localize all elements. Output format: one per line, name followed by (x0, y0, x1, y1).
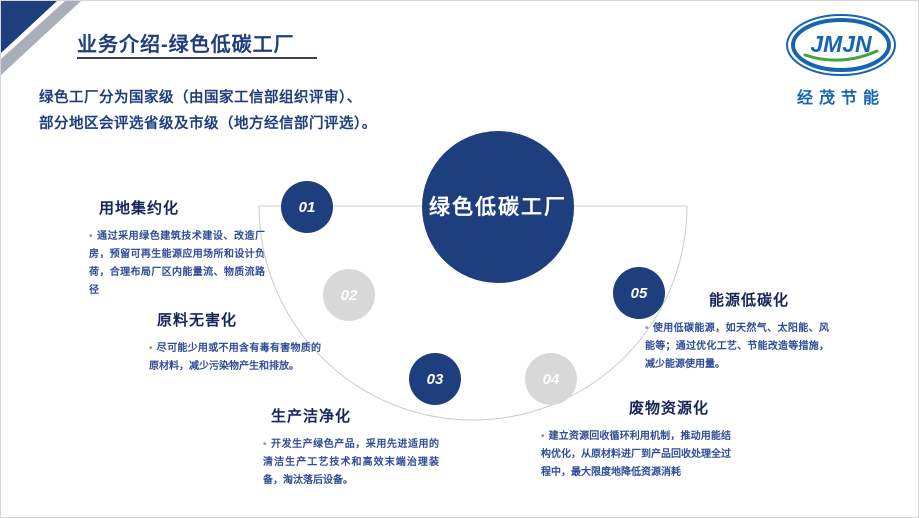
bullet-icon: • (645, 323, 649, 334)
item-desc-text: 开发生产绿色产品，采用先进适用的清洁生产工艺技术和高效末端治理装备，淘汰落后设备… (263, 439, 439, 486)
center-circle (422, 131, 574, 283)
item-desc: •建立资源回收循环利用机制，推动用能结构优化，从原材料进厂到产品回收处理全过程中… (541, 428, 731, 482)
node-circle-04 (525, 353, 577, 405)
node-number-01: 01 (299, 199, 316, 216)
logo: JMJN 经茂节能 (776, 13, 906, 108)
bullet-icon: • (263, 439, 267, 450)
logo-leaf-swoosh (803, 49, 879, 62)
intro-line-1: 绿色工厂分为国家级（由国家工信部组织评审）、 (39, 90, 362, 106)
logo-company-name: 经茂节能 (796, 90, 885, 107)
ribbon-gray-stripe (1, 1, 81, 75)
item-block-05: 能源低碳化 •使用低碳能源，如天然气、太阳能、风能等；通过优化工艺、节能改造等措… (645, 289, 829, 374)
node-circle-03 (409, 353, 461, 405)
node-circle-05 (613, 267, 665, 319)
node-number-03: 03 (427, 371, 444, 388)
item-block-03: 生产洁净化 •开发生产绿色产品，采用先进适用的清洁生产工艺技术和高效末端治理装备… (263, 405, 439, 490)
logo-brand-text: JMJN (810, 31, 872, 57)
node-circle-02 (323, 269, 375, 321)
item-title: 原料无害化 (157, 312, 238, 329)
bullet-icon: • (541, 431, 545, 442)
ribbon-blue-triangle (1, 1, 57, 53)
item-title: 废物资源化 (629, 400, 710, 417)
intro-line-2: 部分地区会评选省级及市级（地方经信部门评选）。 (39, 116, 377, 132)
center-circle-label: 绿色低碳工厂 (429, 195, 567, 219)
item-title: 能源低碳化 (709, 292, 790, 309)
diagram-arc (258, 205, 688, 421)
intro-text: 绿色工厂分为国家级（由国家工信部组织评审）、 部分地区会评选省级及市级（地方经信… (39, 85, 377, 137)
item-title: 生产洁净化 (271, 408, 352, 425)
item-desc-text: 使用低碳能源，如天然气、太阳能、风能等；通过优化工艺、节能改造等措施，减少能源使… (645, 323, 829, 370)
item-desc-text: 通过采用绿色建筑技术建设、改造厂房，预留可再生能源应用场所和设计负荷，合理布局厂… (89, 231, 265, 296)
page-title: 业务介绍-绿色低碳工厂 (77, 34, 295, 56)
title-underline (77, 57, 317, 59)
item-block-02: 原料无害化 •尽可能少用或不用含有毒有害物质的原材料，减少污染物产生和排放。 (149, 309, 321, 376)
jmjn-logo-icon: JMJN (786, 14, 896, 76)
bullet-icon: • (89, 231, 93, 242)
item-desc: •尽可能少用或不用含有毒有害物质的原材料，减少污染物产生和排放。 (149, 340, 321, 376)
bullet-icon: • (149, 343, 153, 354)
node-number-02: 02 (341, 287, 358, 304)
node-number-05: 05 (631, 285, 648, 302)
item-desc-text: 建立资源回收循环利用机制，推动用能结构优化，从原材料进厂到产品回收处理全过程中，… (541, 431, 731, 478)
item-desc-text: 尽可能少用或不用含有毒有害物质的原材料，减少污染物产生和排放。 (149, 343, 321, 372)
item-desc: •使用低碳能源，如天然气、太阳能、风能等；通过优化工艺、节能改造等措施，减少能源… (645, 320, 829, 374)
node-circle-01 (281, 181, 333, 233)
node-number-04: 04 (543, 371, 560, 388)
item-desc: •开发生产绿色产品，采用先进适用的清洁生产工艺技术和高效末端治理装备，淘汰落后设… (263, 436, 439, 490)
corner-ribbon-decoration (1, 1, 81, 75)
item-title: 用地集约化 (99, 200, 180, 217)
item-block-01: 用地集约化 •通过采用绿色建筑技术建设、改造厂房，预留可再生能源应用场所和设计负… (89, 197, 265, 300)
item-desc: •通过采用绿色建筑技术建设、改造厂房，预留可再生能源应用场所和设计负荷，合理布局… (89, 228, 265, 300)
item-block-04: 废物资源化 •建立资源回收循环利用机制，推动用能结构优化，从原材料进厂到产品回收… (541, 397, 731, 482)
